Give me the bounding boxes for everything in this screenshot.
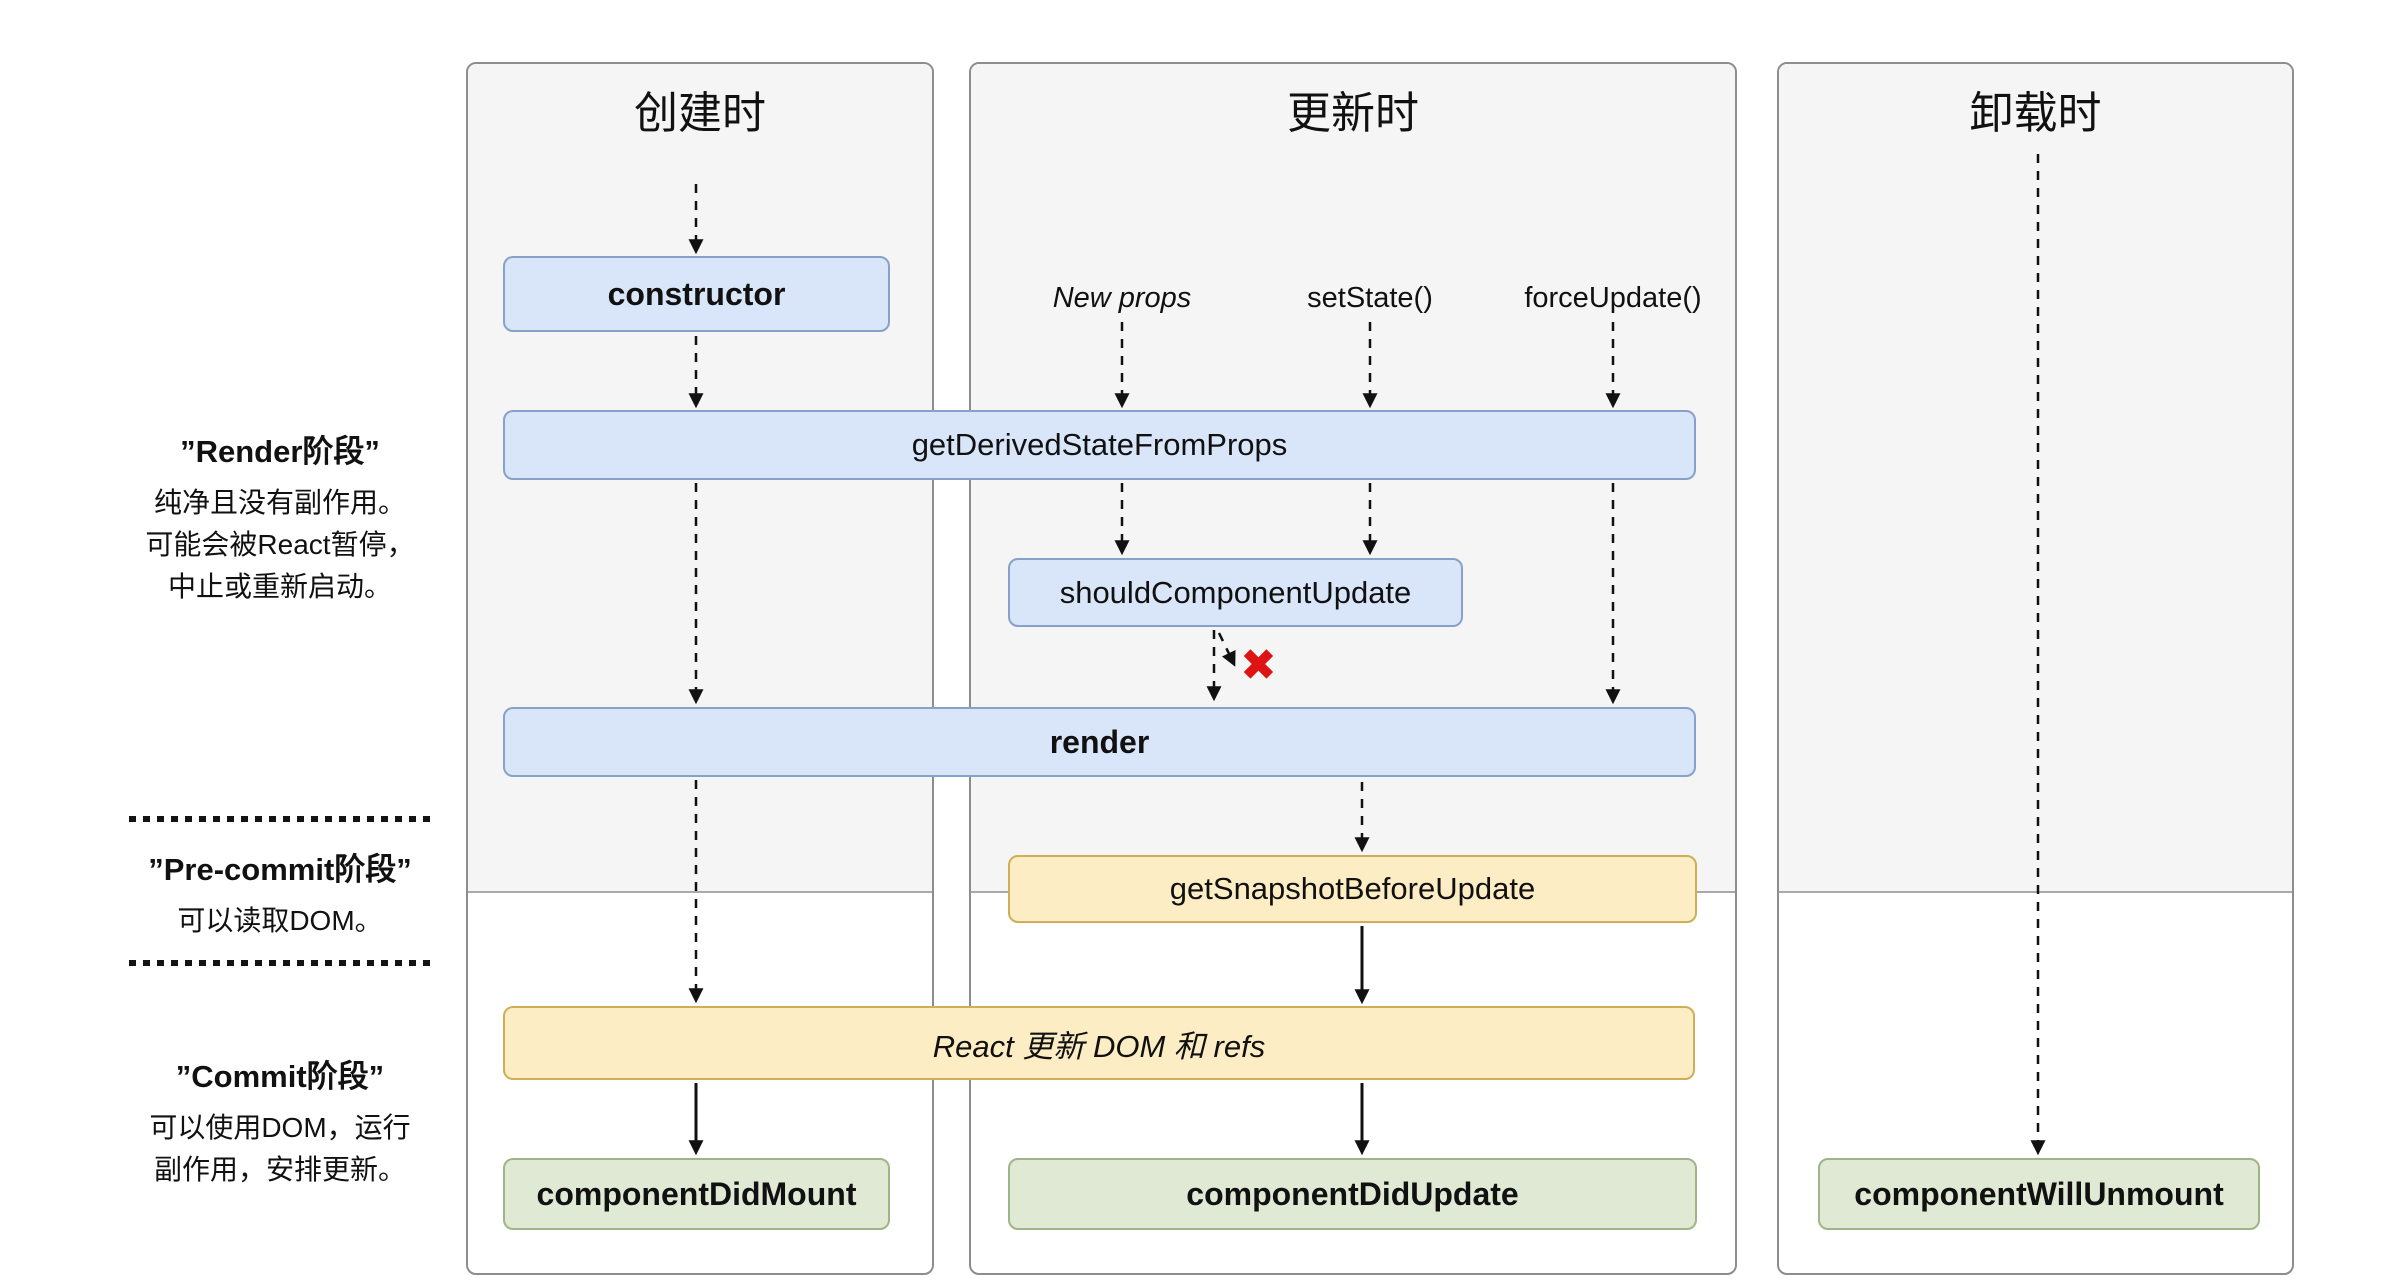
pre-commit-phase-label: ”Pre-commit阶段” 可以读取DOM。 — [80, 850, 480, 942]
get-derived-state-from-props-box: getDerivedStateFromProps — [503, 410, 1696, 480]
render-phase-desc-line: 可能会被React暂停， — [145, 529, 415, 560]
cancel-x-icon: ✖ — [1240, 641, 1277, 690]
dotted-divider — [129, 960, 430, 966]
component-will-unmount-box: componentWillUnmount — [1818, 1158, 2260, 1230]
commit-phase-label: ”Commit阶段” 可以使用DOM，运行 副作用，安排更新。 — [80, 1057, 480, 1191]
render-phase-heading: ”Render阶段” — [180, 434, 380, 469]
mounting-panel — [466, 62, 934, 1275]
constructor-box: constructor — [503, 256, 890, 332]
dotted-divider — [129, 816, 430, 822]
get-snapshot-before-update-box: getSnapshotBeforeUpdate — [1008, 855, 1697, 923]
react-updates-dom-box: React 更新 DOM 和 refs — [503, 1006, 1695, 1080]
pre-commit-phase-heading: ”Pre-commit阶段” — [148, 852, 412, 887]
new-props-label: New props — [1052, 282, 1192, 314]
commit-phase-desc-line: 可以使用DOM，运行 — [149, 1112, 411, 1143]
unmounting-panel-render-area — [1779, 64, 2292, 893]
force-update-label: forceUpdate() — [1524, 282, 1702, 314]
render-phase-label: ”Render阶段” 纯净且没有副作用。 可能会被React暂停， 中止或重新启… — [80, 432, 480, 608]
render-phase-desc-line: 中止或重新启动。 — [167, 571, 392, 602]
unmounting-title: 卸载时 — [1969, 89, 2102, 138]
set-state-label: setState() — [1307, 282, 1433, 314]
component-did-mount-box: componentDidMount — [503, 1158, 890, 1230]
component-did-update-box: componentDidUpdate — [1008, 1158, 1697, 1230]
unmounting-panel — [1777, 62, 2294, 1275]
updating-panel — [969, 62, 1737, 1275]
render-phase-desc-line: 纯净且没有副作用。 — [153, 487, 406, 518]
mounting-title: 创建时 — [634, 89, 766, 138]
render-box: render — [503, 707, 1696, 777]
commit-phase-heading: ”Commit阶段” — [175, 1059, 385, 1094]
pre-commit-phase-desc-line: 可以读取DOM。 — [177, 905, 383, 936]
should-component-update-box: shouldComponentUpdate — [1008, 558, 1463, 627]
updating-title: 更新时 — [1287, 89, 1419, 138]
commit-phase-desc-line: 副作用，安排更新。 — [153, 1154, 406, 1185]
